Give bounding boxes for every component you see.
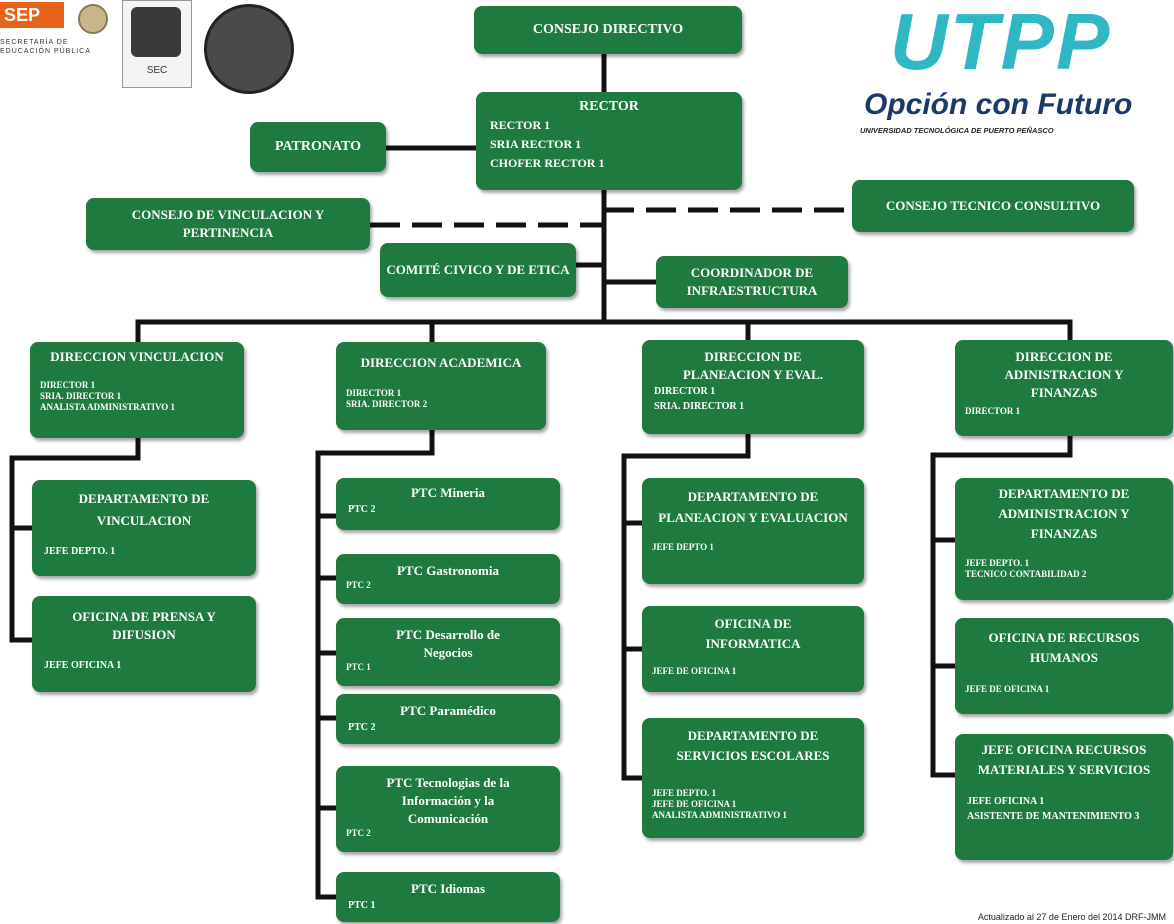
utpp-wordmark: UTPP bbox=[890, 0, 1112, 86]
node-oficina-materiales: JEFE OFICINA RECURSOS MATERIALES Y SERVI… bbox=[955, 734, 1173, 860]
sonora-seal-icon bbox=[204, 4, 294, 94]
node-ptc-negocios: PTC Desarrollo de Negocios PTC 1 bbox=[336, 618, 560, 686]
node-ptc-gastronomia: PTC Gastronomia PTC 2 bbox=[336, 554, 560, 604]
node-comite-civico: COMITÉ CIVICO Y DE ETICA bbox=[380, 243, 576, 297]
node-consejo-tecnico: CONSEJO TECNICO CONSULTIVO bbox=[852, 180, 1134, 232]
sec-logo: SEC bbox=[122, 0, 192, 88]
node-oficina-informatica: OFICINA DE INFORMATICA JEFE DE OFICINA 1 bbox=[642, 606, 864, 692]
update-note: Actualizado al 27 de Enero del 2014 DRF-… bbox=[977, 912, 1166, 922]
node-ptc-tic: PTC Tecnologias de la Información y la C… bbox=[336, 766, 560, 852]
node-depto-administracion: DEPARTAMENTO DE ADMINISTRACION Y FINANZA… bbox=[955, 478, 1173, 600]
utpp-subtitle: UNIVERSIDAD TECNOLÓGICA DE PUERTO PEÑASC… bbox=[860, 126, 1054, 135]
node-depto-vinculacion: DEPARTAMENTO DE VINCULACION JEFE DEPTO. … bbox=[32, 480, 256, 576]
node-oficina-prensa: OFICINA DE PRENSA Y DIFUSION JEFE OFICIN… bbox=[32, 596, 256, 692]
utpp-slogan: Opción con Futuro bbox=[864, 88, 1133, 121]
node-consejo-vinculacion: CONSEJO DE VINCULACION Y PERTINENCIA bbox=[86, 198, 370, 250]
sep-caption: SECRETARÍA DE EDUCACIÓN PÚBLICA bbox=[0, 39, 91, 55]
node-oficina-rh: OFICINA DE RECURSOS HUMANOS JEFE DE OFIC… bbox=[955, 618, 1173, 714]
node-patronato: PATRONATO bbox=[250, 122, 386, 172]
node-dir-vinculacion: DIRECCION VINCULACION DIRECTOR 1 SRIA. D… bbox=[30, 342, 244, 438]
node-dir-planeacion: DIRECCION DE PLANEACION Y EVAL. DIRECTOR… bbox=[642, 340, 864, 434]
node-rector: RECTOR RECTOR 1 SRIA RECTOR 1 CHOFER REC… bbox=[476, 92, 742, 190]
mexico-seal-icon bbox=[78, 4, 108, 34]
sec-caption: SEC bbox=[146, 65, 168, 76]
node-ptc-idiomas: PTC Idiomas PTC 1 bbox=[336, 872, 560, 922]
node-consejo-directivo: CONSEJO DIRECTIVO bbox=[474, 6, 742, 54]
node-ptc-mineria: PTC Mineria PTC 2 bbox=[336, 478, 560, 530]
sep-logo: SEP SECRETARÍA DE EDUCACIÓN PÚBLICA bbox=[0, 0, 112, 72]
node-dir-academica: DIRECCION ACADEMICA DIRECTOR 1 SRIA. DIR… bbox=[336, 342, 546, 430]
node-depto-planeacion: DEPARTAMENTO DE PLANEACION Y EVALUACION … bbox=[642, 478, 864, 584]
utpp-logo: UTPP Opción con Futuro UNIVERSIDAD TECNO… bbox=[850, 0, 1170, 140]
node-coordinador-infraestructura: COORDINADOR DE INFRAESTRUCTURA bbox=[656, 256, 848, 308]
node-depto-servicios-escolares: DEPARTAMENTO DE SERVICIOS ESCOLARES JEFE… bbox=[642, 718, 864, 838]
sec-emblem-icon bbox=[131, 7, 181, 57]
node-ptc-paramedico: PTC Paramédico PTC 2 bbox=[336, 694, 560, 744]
sep-wordmark: SEP bbox=[0, 2, 64, 28]
node-dir-administracion: DIRECCION DE ADINISTRACION Y FINANZAS DI… bbox=[955, 340, 1173, 436]
